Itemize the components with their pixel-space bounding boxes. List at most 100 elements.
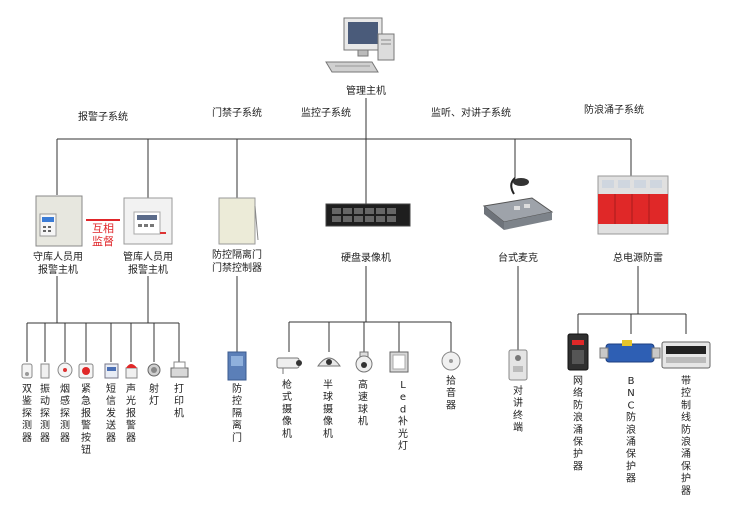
desk-microphone-icon — [482, 177, 554, 230]
device-label-char: 振 — [40, 382, 50, 395]
device-label-char: d — [400, 404, 406, 415]
device-label-char: 器 — [40, 432, 50, 444]
device-label-char: 钮 — [81, 443, 91, 456]
device-label-char: 补 — [398, 415, 408, 428]
device-label-char: 射 — [149, 383, 159, 395]
device-label-char: 器 — [446, 399, 456, 411]
device-label-char: 灯 — [398, 440, 408, 452]
device-label-char: 制 — [681, 398, 691, 411]
device-label-char: 灯 — [149, 395, 159, 407]
device-label-char: 紧 — [81, 383, 91, 395]
device-label-char: 器 — [626, 473, 636, 485]
device-label-char: 网 — [573, 375, 583, 387]
subsystem-access-label: 门禁子系统 — [212, 106, 262, 119]
device-label-char: 光 — [126, 394, 136, 407]
device-label-char: 防 — [232, 382, 242, 395]
bullet-camera-icon — [276, 357, 302, 374]
device-label-char: 门 — [232, 431, 242, 444]
device-label-char: 像 — [282, 416, 292, 428]
device-label-char: 护 — [681, 472, 691, 485]
device-label-char: 器 — [126, 432, 136, 444]
device-label-char: B — [628, 376, 635, 387]
device-label-char: 器 — [573, 460, 583, 472]
device-label-char: 络 — [573, 386, 583, 399]
device-label-char: 器 — [681, 485, 691, 497]
alarm-keypad-icon — [123, 197, 173, 245]
isolation-door-icon — [227, 351, 247, 381]
subsystem-listen-label: 监听、对讲子系统 — [431, 106, 511, 119]
device-label-pickup: 拾音器 — [446, 374, 456, 411]
device-label-char: 护 — [573, 447, 583, 460]
device-label-char: 隔 — [232, 407, 242, 419]
device-label-char: 浪 — [681, 435, 691, 448]
device-label-char: 器 — [106, 432, 116, 444]
power-surge-protector-icon — [597, 175, 669, 235]
device-label-char: 感 — [60, 394, 70, 407]
device-label-char: 发 — [106, 406, 116, 419]
device-label-char: 球 — [323, 390, 333, 403]
mutual-supervise-label-1: 互相 — [92, 222, 114, 235]
device-label-char: 保 — [573, 435, 583, 448]
device-label-char: 印 — [174, 395, 184, 407]
nvr-icon — [325, 203, 411, 227]
device-label-char: 烟 — [60, 382, 70, 395]
panic-button-icon — [78, 363, 94, 379]
device-label-char: N — [627, 388, 634, 399]
subsystem-alarm-label: 报警子系统 — [78, 110, 128, 123]
device-label-char: 防 — [626, 411, 636, 424]
device-label-char: 测 — [60, 419, 70, 432]
manager-alarm-host-label-1: 管库人员用 — [123, 250, 173, 263]
vibration-detector-icon — [40, 363, 50, 379]
device-label-char: 线 — [681, 411, 691, 424]
device-label-char: C — [628, 400, 635, 411]
device-label-printer: 打印机 — [174, 382, 184, 419]
device-label-char: 涌 — [626, 436, 636, 448]
power-surge-label: 总电源防雷 — [613, 251, 663, 264]
sms-sender-icon — [104, 363, 119, 379]
access-controller-label-1: 防控隔离门 — [212, 248, 262, 261]
device-label-char: 像 — [323, 416, 333, 428]
device-label-char: 带 — [681, 375, 691, 387]
device-label-char: 控 — [681, 386, 691, 399]
device-label-isolation-door: 防控隔离门 — [232, 382, 242, 444]
device-label-char: 半 — [323, 378, 333, 391]
alarm-panel-icon — [35, 195, 83, 247]
device-label-char: 讲 — [513, 396, 523, 409]
device-label-char: 测 — [40, 419, 50, 432]
device-label-char: 机 — [282, 427, 292, 440]
pickup-icon — [441, 351, 461, 371]
device-label-spotlight: 射灯 — [149, 383, 159, 407]
device-label-char: 浪 — [573, 411, 583, 424]
device-label-char: 摄 — [323, 402, 333, 415]
manager-alarm-host-label-2: 报警主机 — [128, 263, 168, 276]
device-label-char: 式 — [282, 390, 292, 403]
device-label-char: 对 — [513, 384, 523, 397]
device-label-char: 警 — [81, 419, 91, 432]
desk-mic-label: 台式麦克 — [498, 251, 538, 264]
device-label-char: 端 — [513, 421, 523, 434]
strobe-siren-icon — [125, 364, 138, 379]
device-label-char: 保 — [681, 459, 691, 472]
device-label-char: 报 — [126, 406, 136, 419]
device-label-char: 探 — [60, 406, 70, 419]
guard-alarm-host-label-2: 报警主机 — [38, 263, 78, 276]
control-line-surge-icon — [661, 341, 711, 369]
device-label-char: 摄 — [282, 402, 292, 415]
device-label-char: 动 — [40, 395, 50, 407]
smoke-detector-icon — [57, 362, 73, 378]
dome-camera-icon — [317, 357, 341, 367]
device-label-char: 探 — [40, 406, 50, 419]
device-label-char: 音 — [446, 386, 456, 399]
device-label-char: 打 — [174, 382, 184, 395]
device-label-char: 双 — [22, 383, 32, 395]
management-host-label: 管理主机 — [346, 84, 386, 97]
device-label-char: 送 — [106, 419, 116, 432]
device-label-char: 短 — [106, 382, 116, 395]
